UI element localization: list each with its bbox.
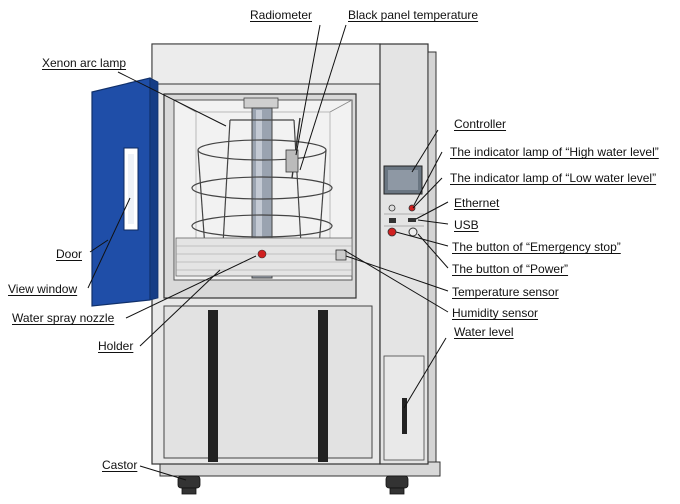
label-view-window: View window <box>8 282 78 296</box>
side-panel <box>427 51 437 463</box>
label-controller: Controller <box>454 117 507 131</box>
castor-wheels <box>177 475 409 495</box>
label-radiometer: Radiometer <box>250 8 313 22</box>
label-temperature-sensor: Temperature sensor <box>452 285 559 299</box>
lower-handle-left <box>208 310 218 462</box>
label-high-water-level: The indicator lamp of “High water level” <box>450 145 659 159</box>
black-panel-probe <box>285 149 299 173</box>
label-power: The button of “Power” <box>452 262 569 276</box>
lower-panel <box>163 305 373 459</box>
label-usb: USB <box>454 218 479 232</box>
label-emergency-stop: The button of “Emergency stop” <box>452 240 621 254</box>
water-spray-nozzle-mark <box>257 249 267 259</box>
sensor-block <box>335 249 347 261</box>
leader-lines <box>87 24 449 481</box>
label-black-panel-temperature: Black panel temperature <box>348 8 479 22</box>
cabinet-top <box>151 43 381 85</box>
power-button <box>408 227 418 237</box>
water-level-indicator <box>402 398 407 434</box>
label-ethernet: Ethernet <box>454 196 500 210</box>
label-castor: Castor <box>102 458 138 472</box>
label-holder: Holder <box>98 339 134 353</box>
low-water-lamp <box>408 204 416 212</box>
emergency-stop-button <box>387 227 397 237</box>
label-water-spray-nozzle: Water spray nozzle <box>12 311 115 325</box>
label-low-water-level: The indicator lamp of “Low water level” <box>450 171 657 185</box>
lower-handle-right <box>318 310 328 462</box>
usb-port <box>408 218 416 222</box>
lamp-housing <box>243 97 279 109</box>
label-xenon-arc-lamp: Xenon arc lamp <box>42 56 127 70</box>
label-door: Door <box>56 247 83 261</box>
label-humidity-sensor: Humidity sensor <box>452 306 539 320</box>
label-water-level: Water level <box>454 325 514 339</box>
ethernet-port <box>389 218 396 223</box>
door <box>91 77 151 307</box>
high-water-lamp <box>388 204 396 212</box>
